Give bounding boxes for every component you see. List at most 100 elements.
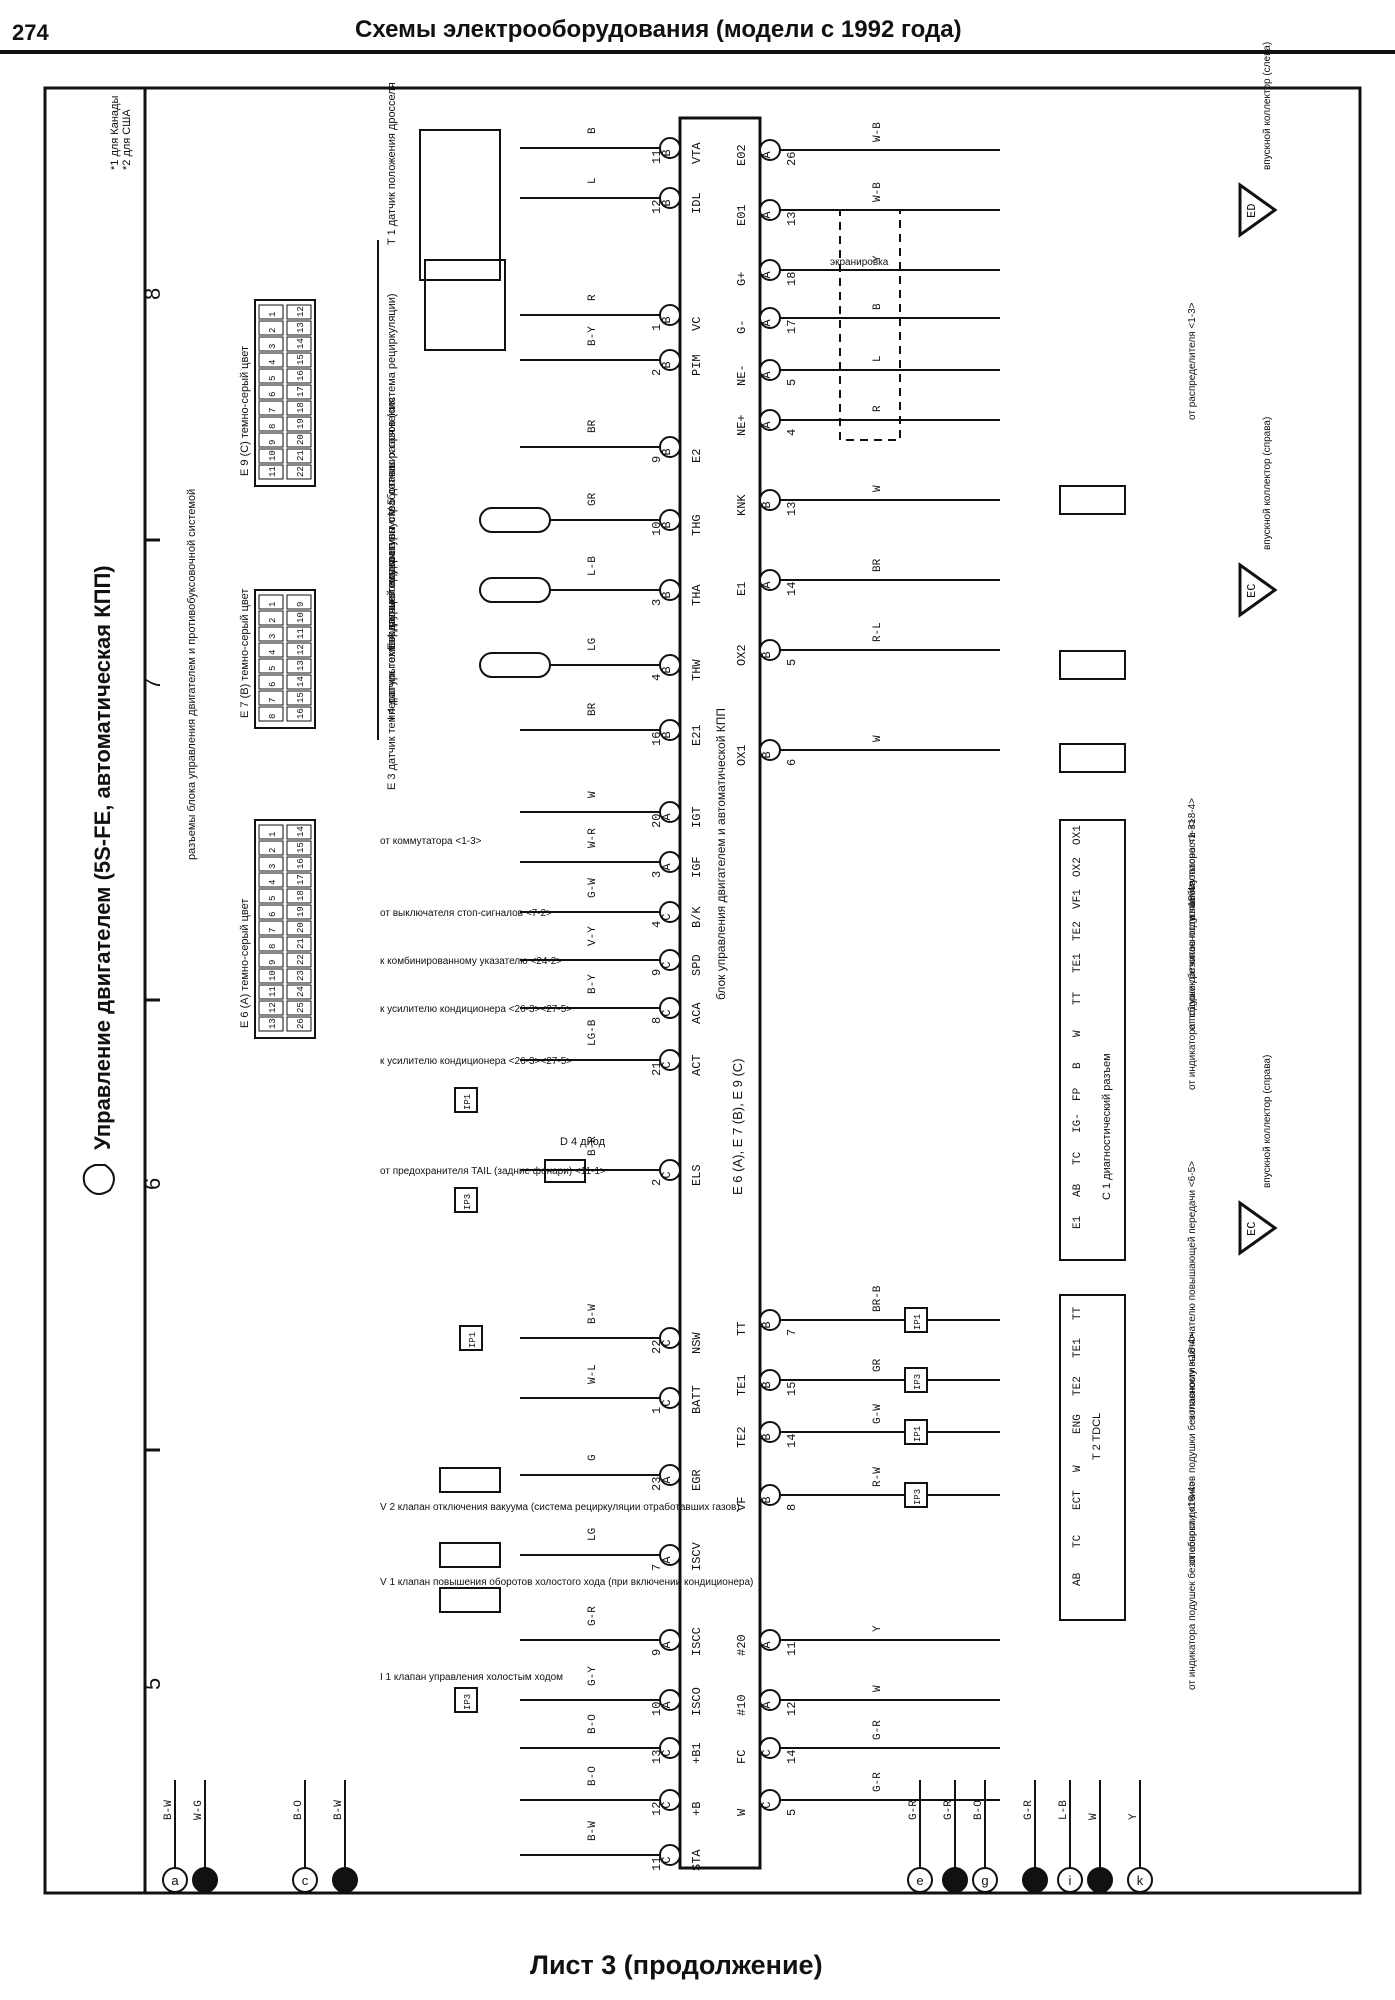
connector-pin-number: 15	[296, 692, 306, 703]
pin-number: 12	[650, 200, 664, 214]
terminal-letter: g	[981, 1873, 988, 1888]
pin-connector-letter: B	[760, 1496, 774, 1503]
tdcl-connector	[1059, 1294, 1126, 1621]
pin-connector-circle	[659, 851, 681, 873]
pin-number: 11	[650, 150, 664, 164]
wire-color-code: GR	[872, 1358, 884, 1372]
pin-connector-circle	[659, 949, 681, 971]
connector-pin-number: 15	[296, 842, 306, 853]
connector-cavity	[258, 336, 284, 352]
thermistor-icon	[479, 577, 551, 603]
connector-pin-number: 10	[268, 970, 278, 981]
connector-cavity	[286, 400, 312, 416]
pin-connector-circle	[759, 1789, 781, 1811]
pin-name: #20	[735, 1634, 749, 1656]
external-reference: от индикатора подушек безопасности <18-4…	[1186, 881, 1198, 1090]
tdcl-pin-name: ENG	[1072, 1414, 1084, 1434]
external-reference: от коммутатора <1-3>	[380, 836, 482, 847]
terminal-letter: c	[302, 1873, 309, 1888]
page-title: Схемы электрооборудования (модели с 1992…	[355, 16, 962, 43]
connector-cavity	[258, 690, 284, 706]
wire-color-code: V-Y	[587, 926, 599, 946]
connector-cavity	[286, 368, 312, 384]
car-model-icon	[82, 1164, 115, 1195]
pin-name: OX1	[735, 744, 749, 766]
terminal-wire-code: B-W	[163, 1800, 175, 1820]
connector-pin-number: 8	[268, 944, 278, 949]
pin-connector-circle	[659, 304, 681, 326]
connector-cavity	[258, 872, 284, 888]
pin-number: 5	[785, 659, 799, 666]
terminal-c	[292, 1867, 318, 1893]
connector-pin-number: 1	[268, 602, 278, 607]
wire-color-code: L	[872, 355, 884, 362]
connector-cavity	[258, 464, 284, 480]
wire-color-code: G-R	[872, 1720, 884, 1740]
terminal-j	[1087, 1867, 1113, 1893]
connector-cavity	[286, 1000, 312, 1016]
pin-connector-letter: A	[660, 1641, 674, 1649]
wire-color-code: W	[872, 735, 884, 742]
terminal-e	[907, 1867, 933, 1893]
pin-name: E1	[735, 582, 749, 596]
connector-cavity	[258, 904, 284, 920]
connector-cavity	[286, 952, 312, 968]
wire-color-code: R-L	[872, 622, 884, 642]
terminal-wire-code: G-R	[1023, 1800, 1035, 1820]
pin-connector-letter: A	[760, 581, 774, 589]
pin-number: 2	[650, 1179, 664, 1186]
connector-cavity	[258, 304, 284, 320]
connector-cavity	[258, 952, 284, 968]
pin-connector-letter: A	[660, 1701, 674, 1709]
pin-number: 6	[785, 759, 799, 766]
pin-connector-letter: C	[760, 1749, 774, 1756]
connector-cavity	[286, 336, 312, 352]
diag-pin-name: OX2	[1072, 857, 1084, 877]
pin-connector-circle	[659, 1159, 681, 1181]
connector-cavity	[286, 888, 312, 904]
connector-pin-number: 17	[296, 874, 306, 885]
connector-cavity	[286, 352, 312, 368]
wire-color-code: W-R	[587, 828, 599, 848]
diag-pin-name: VF1	[1072, 889, 1084, 909]
diag-pin-name: AB	[1072, 1183, 1084, 1197]
connector-cavity	[258, 936, 284, 952]
junction-block	[904, 1419, 928, 1445]
connector-pin-number: 16	[296, 370, 306, 381]
terminal-letter: k	[1137, 1873, 1144, 1888]
connector-pin-number: 20	[296, 434, 306, 445]
connector-cavity	[286, 658, 312, 674]
connector-cavity	[286, 1016, 312, 1032]
pin-number: 13	[785, 212, 799, 226]
pin-connector-circle	[759, 409, 781, 431]
connector-pin-number: 22	[296, 466, 306, 477]
pin-connector-circle	[759, 307, 781, 329]
connector-pin-number: 17	[296, 386, 306, 397]
pin-number: 16	[650, 732, 664, 746]
shielding-label: экранировка	[830, 257, 889, 268]
connector-face	[254, 589, 316, 729]
connector-cavity	[258, 432, 284, 448]
pin-name: IGF	[690, 856, 704, 878]
connector-pin-number: 2	[268, 618, 278, 623]
sensor-label: E 3 датчик температуры охлаждающей жидко…	[386, 539, 398, 790]
diag-pin-name: IG-	[1072, 1113, 1084, 1133]
connector-pin-number: 18	[296, 890, 306, 901]
pin-connector-letter: B	[660, 731, 674, 738]
pin-name: +B1	[690, 1742, 704, 1764]
connector-pin-number: 1	[268, 312, 278, 317]
wire-color-code: GR	[587, 492, 599, 506]
pin-connector-circle	[759, 569, 781, 591]
tdcl-pin-name: ECT	[1072, 1490, 1084, 1510]
pin-connector-circle	[659, 654, 681, 676]
terminal-wire-code: Y	[1128, 1813, 1140, 1820]
pin-connector-circle	[759, 1484, 781, 1506]
terminal-wire-code: L-B	[1058, 1800, 1070, 1820]
terminal-letter: a	[171, 1873, 179, 1888]
connector-pin-number: 14	[296, 826, 306, 837]
external-reference: от предохранителя TAIL (задние фонари) <…	[380, 1165, 606, 1177]
connector-pin-number: 12	[268, 1002, 278, 1013]
